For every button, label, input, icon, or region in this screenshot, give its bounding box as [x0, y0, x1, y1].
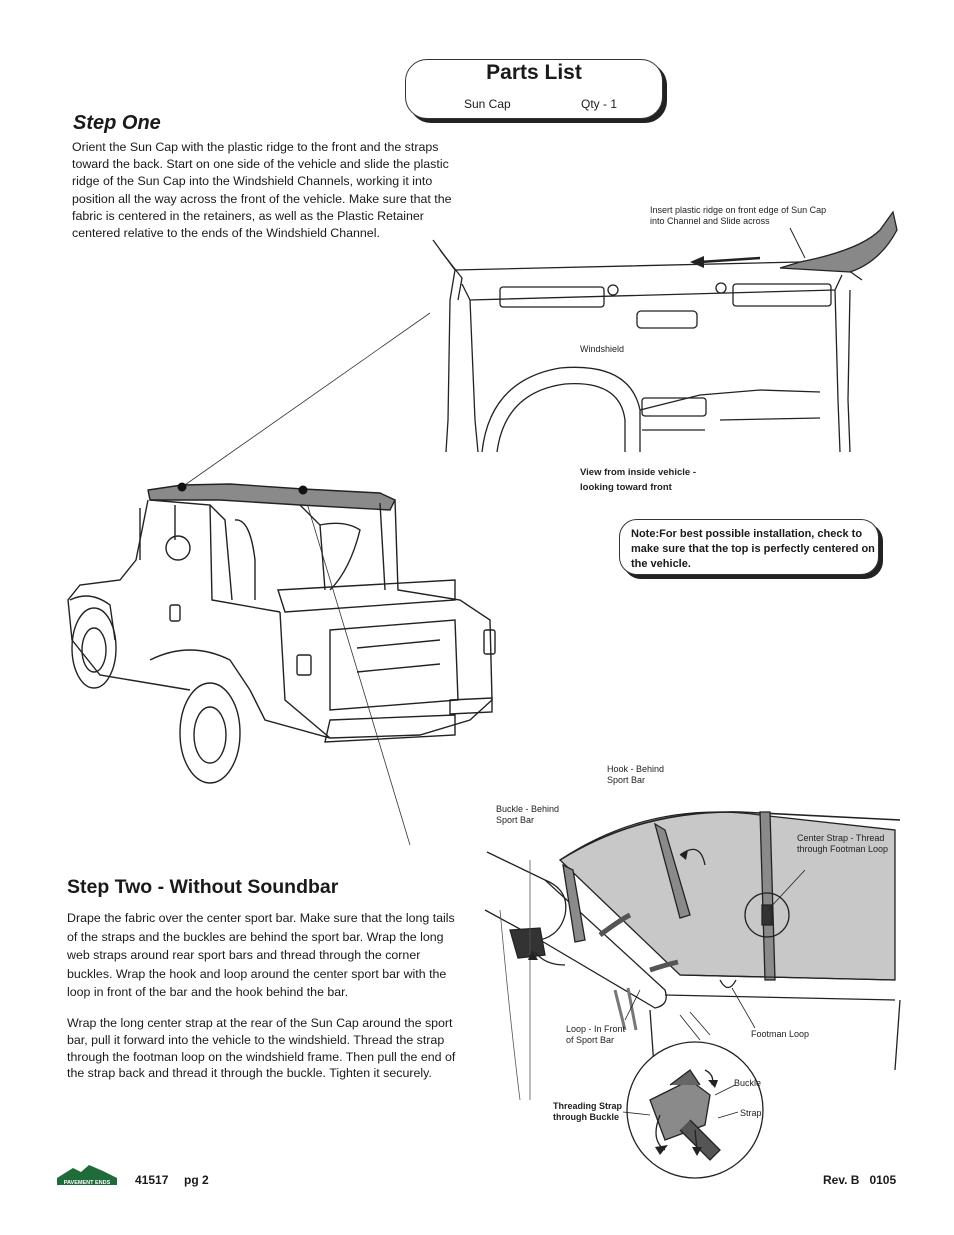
footer-revision: Rev. B 0105: [823, 1173, 897, 1187]
buckle-behind-caption-line2: Sport Bar: [496, 815, 535, 825]
jeep-illustration: [67, 482, 496, 784]
view-caption-line2: looking toward front: [580, 482, 672, 493]
step-one-heading: Step One: [73, 112, 161, 134]
footer-page: pg 2: [184, 1173, 209, 1187]
leader-lines: [181, 312, 431, 846]
view-caption-line1: View from inside vehicle -: [580, 467, 696, 478]
buckle-caption: Buckle: [734, 1078, 762, 1088]
step-two-paragraph-1: Drape the fabric over the center sport b…: [67, 911, 455, 1000]
parts-list-title: Parts List: [486, 61, 582, 84]
sport-bar-illustration: [484, 811, 901, 1101]
insert-ridge-caption: Insert plastic ridge on front edge of Su…: [650, 205, 827, 226]
loop-front-caption-line1: Loop - In Front: [566, 1024, 626, 1034]
parts-list-box: Parts List Sun Cap Qty - 1: [405, 59, 663, 119]
logo-text: PAVEMENT ENDS: [64, 1180, 111, 1186]
parts-list-item: Sun Cap: [464, 97, 511, 111]
footman-loop-caption: Footman Loop: [751, 1029, 810, 1039]
parts-list-qty: Qty - 1: [581, 97, 618, 111]
buckle-behind-caption-line1: Buckle - Behind: [496, 804, 560, 814]
strap-caption: Strap: [740, 1108, 762, 1118]
buckle-detail-illustration: [622, 1041, 764, 1179]
threading-caption-line1: Threading Strap: [553, 1101, 623, 1111]
center-strap-caption-line2: through Footman Loop: [797, 844, 889, 854]
threading-caption-line2: through Buckle: [553, 1112, 620, 1122]
step-two-heading: Step Two - Without Soundbar: [67, 876, 339, 898]
loop-front-caption-line2: of Sport Bar: [566, 1035, 615, 1045]
hook-caption-line1: Hook - Behind: [607, 764, 665, 774]
footer-part-number: 41517: [135, 1173, 169, 1187]
step-one-body: Orient the Sun Cap with the plastic ridg…: [72, 140, 452, 241]
pavement-ends-logo: PAVEMENT ENDS: [57, 1165, 117, 1186]
note-text: Note:For best possible installation, che…: [631, 528, 875, 570]
step-two-paragraph-2: Wrap the long center strap at the rear o…: [67, 1016, 456, 1081]
note-box: Note:For best possible installation, che…: [619, 519, 879, 575]
hook-caption-line2: Sport Bar: [607, 775, 646, 785]
windshield-interior-illustration: [432, 210, 898, 453]
windshield-caption: Windshield: [580, 344, 625, 354]
center-strap-caption-line1: Center Strap - Thread: [797, 833, 885, 843]
